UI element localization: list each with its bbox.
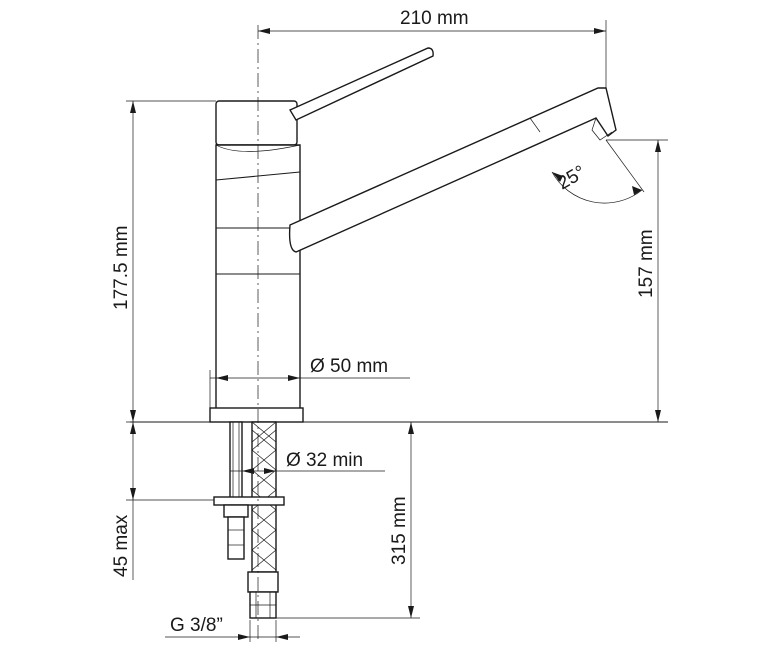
dimension-connection-thread: G 3/8” [165, 615, 300, 642]
dimension-body-diameter: Ø 50 mm [209, 356, 410, 410]
swivel-angle-label: 25° [554, 162, 589, 195]
dimension-hole-diameter: Ø 32 min [230, 450, 385, 474]
connection-label: G 3/8” [170, 615, 223, 636]
dimension-spout-height: 157 mm [606, 139, 668, 422]
dimension-below-counter: 315 mm [276, 422, 420, 619]
hole-diameter-label: Ø 32 min [286, 450, 363, 471]
dimension-total-height: 177.5 mm [111, 100, 216, 422]
spout-reach-label: 210 mm [400, 8, 469, 29]
spout-height-label: 157 mm [636, 229, 657, 298]
max-thickness-label: 45 max [111, 514, 132, 577]
faucet-spout [288, 87, 617, 253]
dimension-swivel-angle: 25° [551, 139, 645, 204]
under-counter-fittings [213, 421, 285, 619]
body-diameter-label: Ø 50 mm [310, 356, 388, 377]
below-counter-label: 315 mm [389, 496, 410, 565]
total-height-label: 177.5 mm [111, 226, 132, 310]
dimension-spout-reach: 210 mm [258, 8, 607, 88]
dimension-max-thickness: 45 max [111, 421, 230, 580]
